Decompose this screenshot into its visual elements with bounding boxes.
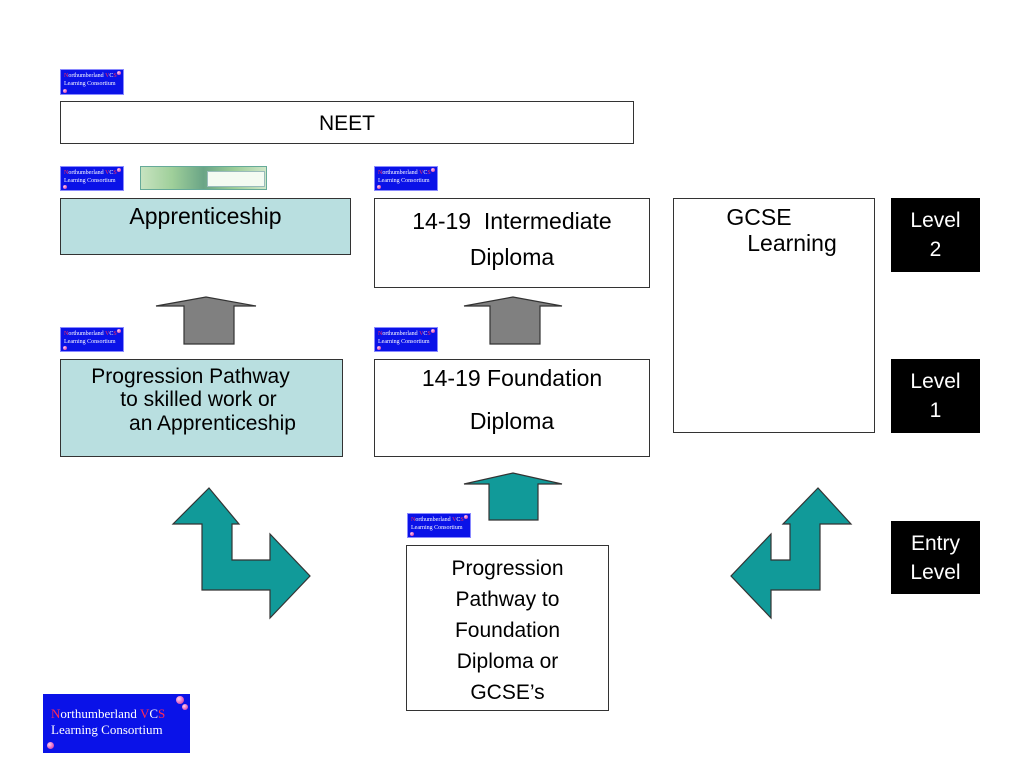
level-1-label: Level 1 — [891, 359, 980, 433]
foundation-diploma-box: 14-19 Foundation Diploma — [374, 359, 650, 457]
entry-line: Progression — [451, 557, 564, 580]
grey-up-arrow-middle — [463, 296, 563, 345]
consortium-logo-small: Northumberland VCS Learning Consortium — [374, 327, 438, 352]
progression-pathway-foundation-box: Progression Pathway to Foundation Diplom… — [406, 545, 609, 711]
consortium-logo-small: Northumberland VCS Learning Consortium — [407, 513, 471, 538]
gcse-line1: GCSE — [726, 204, 792, 230]
foundation-diploma-line2: Diploma — [469, 408, 555, 434]
entry-line: GCSE’s — [470, 681, 545, 704]
consortium-logo-small: Northumberland VCS Learning Consortium — [374, 166, 438, 191]
consortium-logo-small: Northumberland VCS Learning Consortium — [60, 166, 124, 191]
consortium-logo-large: Northumberland VCS Learning Consortium — [43, 694, 190, 753]
teal-bent-arrow-left — [171, 487, 311, 620]
pathway-line3: an Apprenticeship — [129, 412, 296, 435]
gcse-learning-box: GCSE Learning — [673, 198, 875, 433]
intermediate-diploma-box: 14-19 Intermediate Diploma — [374, 198, 650, 288]
level-2-label: Level 2 — [891, 198, 980, 272]
pathway-line2: to skilled work or — [120, 388, 277, 411]
intermediate-diploma-line1: 14-19 Intermediate — [412, 208, 612, 234]
gcse-line2: Learning — [747, 230, 837, 256]
teal-up-arrow-middle — [463, 472, 563, 521]
entry-line: Foundation — [454, 619, 561, 642]
pathway-line1: Progression Pathway — [91, 365, 290, 388]
neet-label: NEET — [318, 112, 375, 135]
partner-logo — [140, 166, 267, 190]
entry-level-label: Entry Level — [891, 521, 980, 594]
consortium-logo-small: Northumberland VCS Learning Consortium — [60, 327, 124, 352]
entry-line: Pathway to — [455, 588, 560, 611]
grey-up-arrow-left — [155, 296, 257, 345]
apprenticeship-label: Apprenticeship — [129, 203, 282, 229]
apprenticeship-box: Apprenticeship — [60, 198, 351, 255]
foundation-diploma-line1: 14-19 Foundation — [421, 365, 603, 391]
entry-line: Diploma or — [456, 650, 559, 673]
teal-bent-arrow-right — [730, 487, 853, 620]
neet-box: NEET — [60, 101, 634, 144]
consortium-logo-small: Northumberland VCS Learning Consortium — [60, 69, 124, 95]
progression-pathway-apprenticeship-box: Progression Pathway to skilled work or a… — [60, 359, 343, 457]
intermediate-diploma-line2: Diploma — [469, 244, 555, 270]
